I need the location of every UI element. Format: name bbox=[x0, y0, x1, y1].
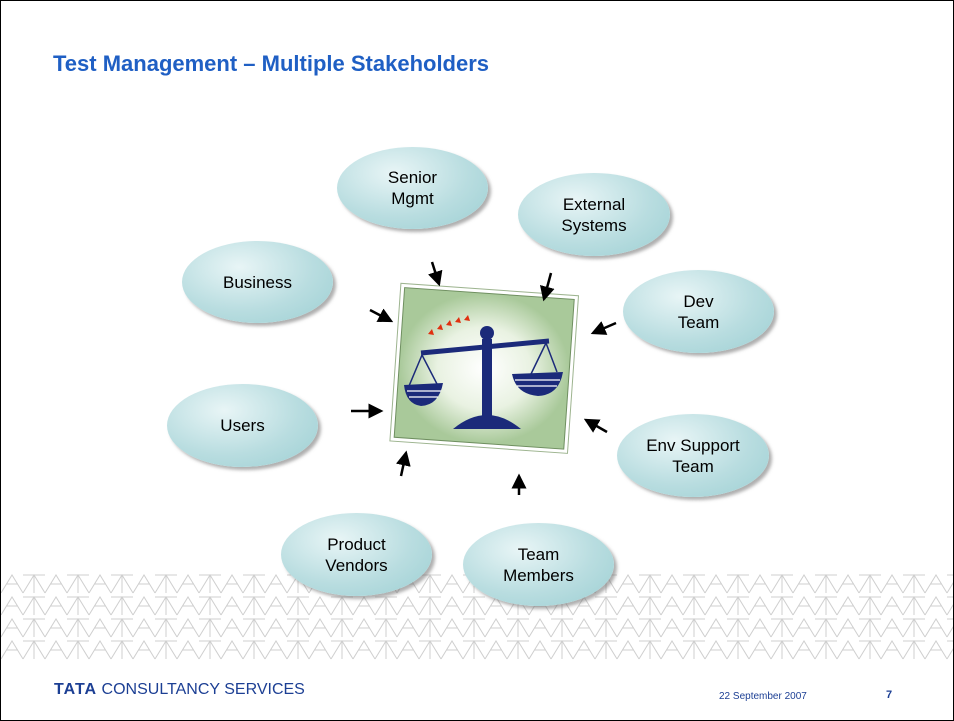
slide-title: Test Management – Multiple Stakeholders bbox=[53, 51, 490, 76]
tcs-logo: TATA CONSULTANCY SERVICES bbox=[54, 681, 305, 699]
arrow-from-dev-team bbox=[590, 321, 617, 335]
page-number: 7 bbox=[886, 689, 893, 701]
scales-of-justice-icon bbox=[404, 326, 563, 429]
tcs-logo-rest: CONSULTANCY SERVICES bbox=[97, 681, 305, 698]
arrow-from-business bbox=[369, 308, 394, 323]
stakeholder-external-systems: External Systems bbox=[518, 173, 670, 256]
stakeholder-business: Business bbox=[182, 241, 333, 323]
stakeholder-senior-mgmt: Senior Mgmt bbox=[337, 147, 488, 229]
arrow-from-senior-mgmt bbox=[428, 261, 443, 287]
footer-date: 22 September 2007 bbox=[719, 691, 807, 702]
red-spark-icons bbox=[428, 315, 470, 335]
arrow-from-env-support-team bbox=[583, 418, 608, 434]
stakeholder-product-vendors: Product Vendors bbox=[281, 513, 432, 596]
stakeholder-users: Users bbox=[167, 384, 318, 467]
arrow-from-external-systems bbox=[540, 272, 555, 302]
stakeholder-env-support-team: Env Support Team bbox=[617, 414, 769, 497]
stakeholder-dev-team: Dev Team bbox=[623, 270, 774, 353]
arrow-from-product-vendors bbox=[396, 450, 411, 477]
tcs-logo-tata: TATA bbox=[54, 681, 98, 698]
stakeholder-team-members: Team Members bbox=[463, 523, 614, 606]
